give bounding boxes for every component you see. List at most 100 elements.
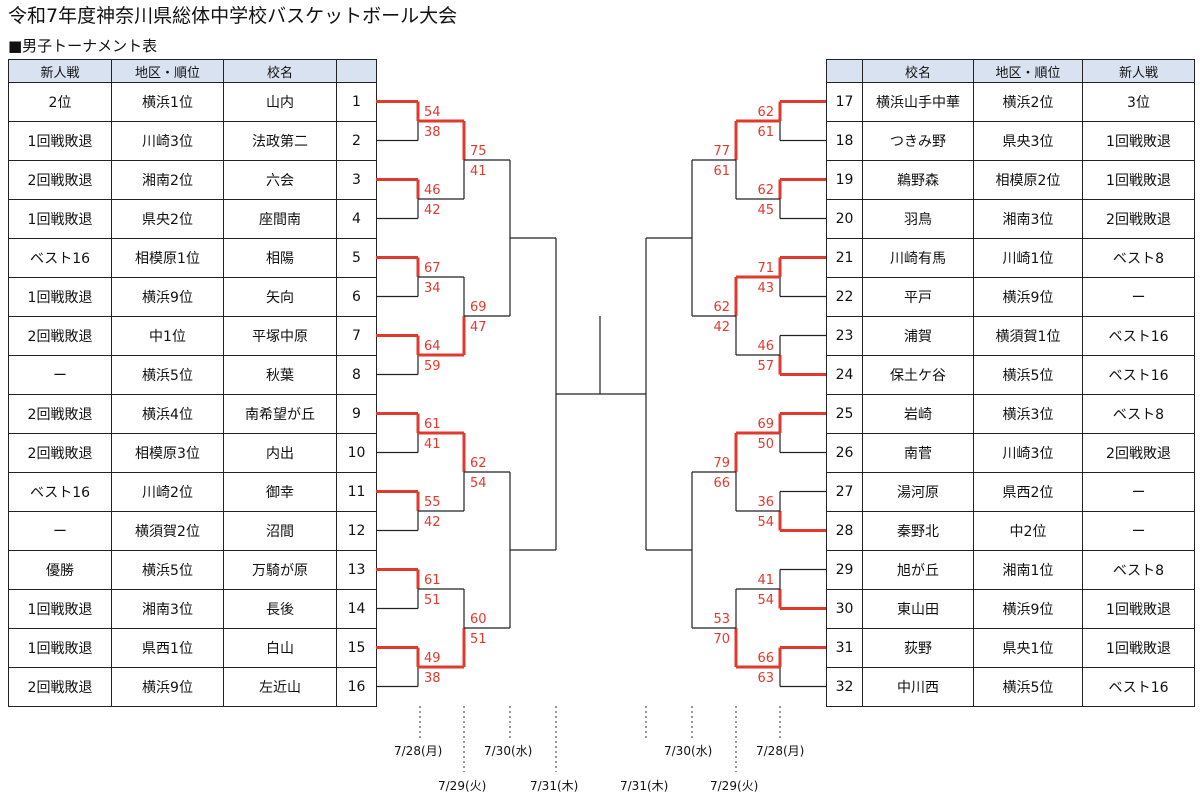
cell-region: 横浜5位 [973, 355, 1083, 395]
cell-rookie: ベスト16 [1082, 667, 1195, 707]
cell-school: 保土ケ谷 [862, 355, 974, 395]
score-label: 77 [713, 144, 730, 159]
score-label: 42 [424, 515, 441, 530]
cell-school: 法政第二 [223, 121, 337, 161]
cell-region: 横浜5位 [111, 550, 224, 590]
cell-rookie: 2回戦敗退 [8, 160, 112, 200]
cell-school: 万騎が原 [223, 550, 337, 590]
cell-school: 沼間 [223, 511, 337, 551]
score-label: 54 [424, 105, 441, 120]
cell-no: 17 [826, 82, 863, 122]
cell-region: 湘南1位 [973, 550, 1083, 590]
table-header: 校名 地区・順位 新人戦 [826, 59, 1195, 83]
score-label: 70 [713, 632, 730, 647]
cell-region: 川崎3位 [111, 121, 224, 161]
cell-rookie: 2回戦敗退 [8, 433, 112, 473]
page-subtitle: ■男子トーナメント表 [8, 37, 158, 55]
date-right-round3: 7/30(水) [664, 744, 713, 758]
header-number [826, 59, 863, 83]
cell-no: 30 [826, 589, 863, 629]
cell-school: 岩崎 [862, 394, 974, 434]
score-label: 41 [470, 164, 487, 179]
cell-rookie: ー [8, 355, 112, 395]
date-right-round4: 7/31(木) [620, 779, 669, 793]
score-label: 54 [757, 515, 774, 530]
page-title: 令和7年度神奈川県総体中学校バスケットボール大会 [8, 5, 458, 27]
cell-rookie: ベスト8 [1082, 394, 1195, 434]
score-label: 41 [757, 573, 774, 588]
cell-no: 2 [336, 121, 377, 161]
cell-region: 湘南3位 [111, 589, 224, 629]
score-label: 42 [424, 203, 441, 218]
score-label: 57 [757, 359, 774, 374]
cell-no: 7 [336, 316, 377, 356]
cell-rookie: 1回戦敗退 [8, 589, 112, 629]
cell-school: 座間南 [223, 199, 337, 239]
cell-region: 相模原3位 [111, 433, 224, 473]
score-label: 60 [470, 612, 487, 627]
score-label: 62 [713, 300, 730, 315]
cell-school: 川崎有馬 [862, 238, 974, 278]
score-label: 61 [757, 125, 774, 140]
header-region: 地区・順位 [973, 59, 1083, 83]
cell-no: 10 [336, 433, 377, 473]
score-label: 46 [757, 339, 774, 354]
cell-region: 県央2位 [111, 199, 224, 239]
cell-region: 湘南3位 [973, 199, 1083, 239]
score-label: 69 [470, 300, 487, 315]
cell-region: 相模原1位 [111, 238, 224, 278]
score-label: 62 [470, 456, 487, 471]
cell-rookie: ベスト16 [1082, 355, 1195, 395]
date-right-round2: 7/29(火) [710, 779, 759, 793]
cell-no: 11 [336, 472, 377, 512]
cell-rookie: 1回戦敗退 [8, 121, 112, 161]
score-label: 55 [424, 495, 441, 510]
cell-rookie: 2回戦敗退 [1082, 433, 1195, 473]
cell-school: 中川西 [862, 667, 974, 707]
cell-rookie: 1回戦敗退 [8, 628, 112, 668]
cell-region: 横須賀1位 [973, 316, 1083, 356]
score-label: 51 [424, 593, 441, 608]
date-left-round1: 7/28(月) [394, 744, 443, 758]
header-school: 校名 [223, 59, 337, 83]
score-label: 59 [424, 359, 441, 374]
score-label: 38 [424, 125, 441, 140]
score-label: 61 [424, 573, 441, 588]
score-label: 66 [757, 651, 774, 666]
score-label: 67 [424, 261, 441, 276]
cell-school: 平塚中原 [223, 316, 337, 356]
score-label: 54 [470, 476, 487, 491]
score-label: 66 [713, 476, 730, 491]
score-label: 71 [757, 261, 774, 276]
cell-rookie: 1回戦敗退 [8, 277, 112, 317]
score-label: 49 [424, 651, 441, 666]
cell-no: 12 [336, 511, 377, 551]
cell-school: 六会 [223, 160, 337, 200]
cell-school: 荻野 [862, 628, 974, 668]
cell-rookie: ー [8, 511, 112, 551]
score-label: 69 [757, 417, 774, 432]
cell-school: 秋葉 [223, 355, 337, 395]
score-label: 64 [424, 339, 441, 354]
cell-region: 県西2位 [973, 472, 1083, 512]
cell-rookie: 2回戦敗退 [1082, 199, 1195, 239]
